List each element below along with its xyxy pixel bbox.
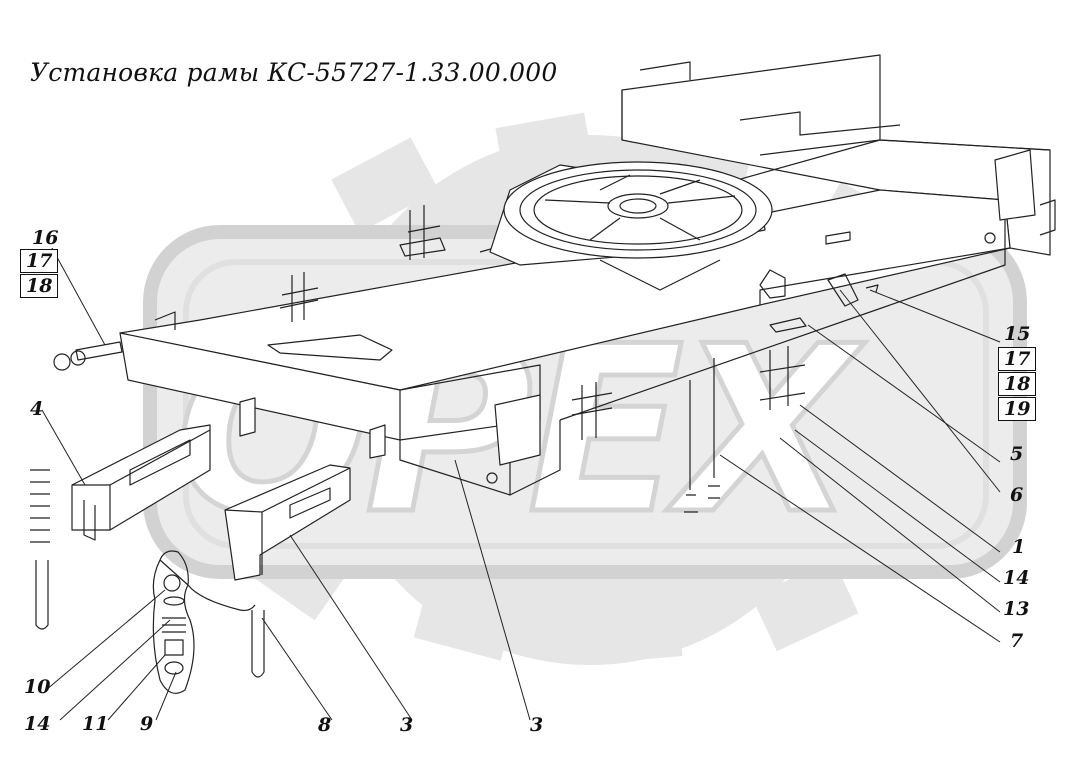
callout-13: 13	[1003, 598, 1030, 620]
callout-3-left: 3	[400, 714, 414, 736]
drawing-title: Установка рамы КС-55727-1.33.00.000	[30, 58, 558, 87]
callout-10: 10	[24, 676, 51, 698]
callout-14-left: 14	[24, 713, 51, 735]
callout-5: 5	[1010, 443, 1024, 465]
callout-1: 1	[1012, 536, 1026, 558]
callout-18-right: 18	[998, 372, 1037, 396]
callout-17-right: 17	[998, 347, 1037, 371]
callout-3-right: 3	[530, 714, 544, 736]
callout-7: 7	[1010, 630, 1024, 652]
callout-16: 16	[32, 227, 59, 249]
callout-15: 15	[1004, 323, 1031, 345]
callout-14-right: 14	[1003, 567, 1030, 589]
callout-17-left: 17	[20, 249, 59, 273]
callout-11: 11	[82, 713, 109, 735]
callout-6: 6	[1010, 484, 1024, 506]
callout-8: 8	[318, 714, 332, 736]
callout-9: 9	[140, 713, 154, 735]
frame-drawing	[30, 54, 1056, 694]
leader-lines	[41, 247, 1001, 721]
callout-4: 4	[30, 398, 44, 420]
callout-19: 19	[998, 397, 1037, 421]
callout-18-left: 18	[20, 274, 59, 298]
